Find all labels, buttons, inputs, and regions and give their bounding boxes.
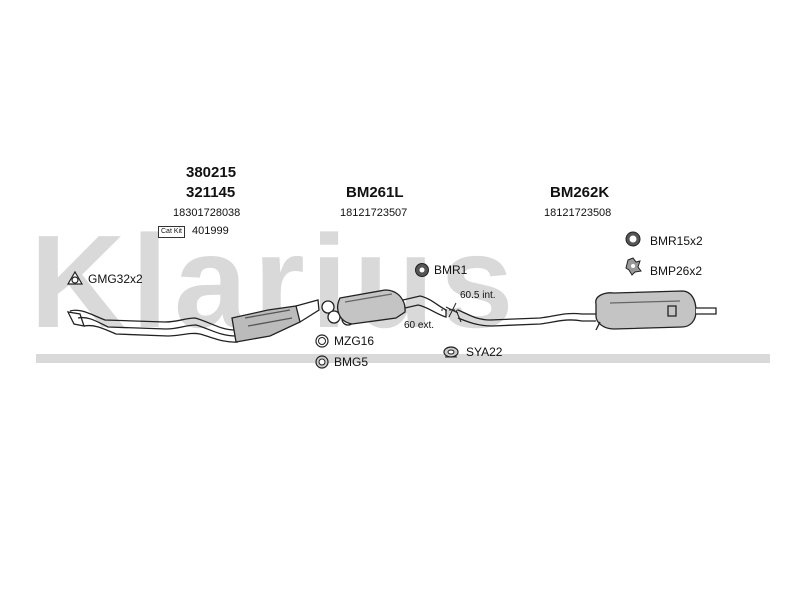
- rubber-mount-icon: [415, 263, 429, 277]
- gmg-fitting-label: GMG32x2: [88, 272, 143, 286]
- watermark-underline: [36, 354, 770, 363]
- middle-part-number: BM261L: [346, 184, 404, 201]
- bmg-fitting-label: BMG5: [334, 355, 369, 369]
- front-pipe-drawing: [66, 309, 239, 343]
- gasket-icon: [66, 270, 84, 285]
- sya-fitting-label: SYA22: [466, 345, 503, 359]
- catkit-number: 401999: [192, 225, 229, 237]
- rear-box-drawing: [457, 290, 717, 331]
- section-cut-marks: [441, 302, 462, 323]
- middle-silencer-drawing: [321, 289, 447, 326]
- catalyst-drawing: [231, 299, 320, 343]
- int-diameter-note: 60.5 int.: [460, 290, 496, 301]
- bmr1-fitting-label: BMR1: [434, 263, 468, 277]
- bmp26-fitting-label: BMP26x2: [650, 264, 703, 278]
- clamp-icon: [315, 334, 329, 348]
- hanger-bracket-icon: [625, 257, 642, 276]
- rear-part-number: BM262K: [550, 184, 610, 201]
- rear-oem-number: 18121723508: [544, 207, 612, 219]
- catkit-badge: Cat Kit: [158, 226, 186, 238]
- catalyst-part-number-2: 321145: [186, 184, 236, 201]
- catalyst-oem-number: 18301728038: [173, 207, 241, 219]
- mzg-fitting-label: MZG16: [334, 334, 375, 348]
- sleeve-clamp-icon: [443, 346, 459, 358]
- gasket-ring-icon: [315, 355, 329, 369]
- ext-diameter-note: 60 ext.: [404, 320, 435, 331]
- catalyst-part-number-1: 380215: [186, 164, 237, 181]
- rubber-hanger-icon: [625, 231, 641, 247]
- middle-oem-number: 18121723507: [340, 207, 408, 219]
- bmr15-fitting-label: BMR15x2: [650, 234, 703, 248]
